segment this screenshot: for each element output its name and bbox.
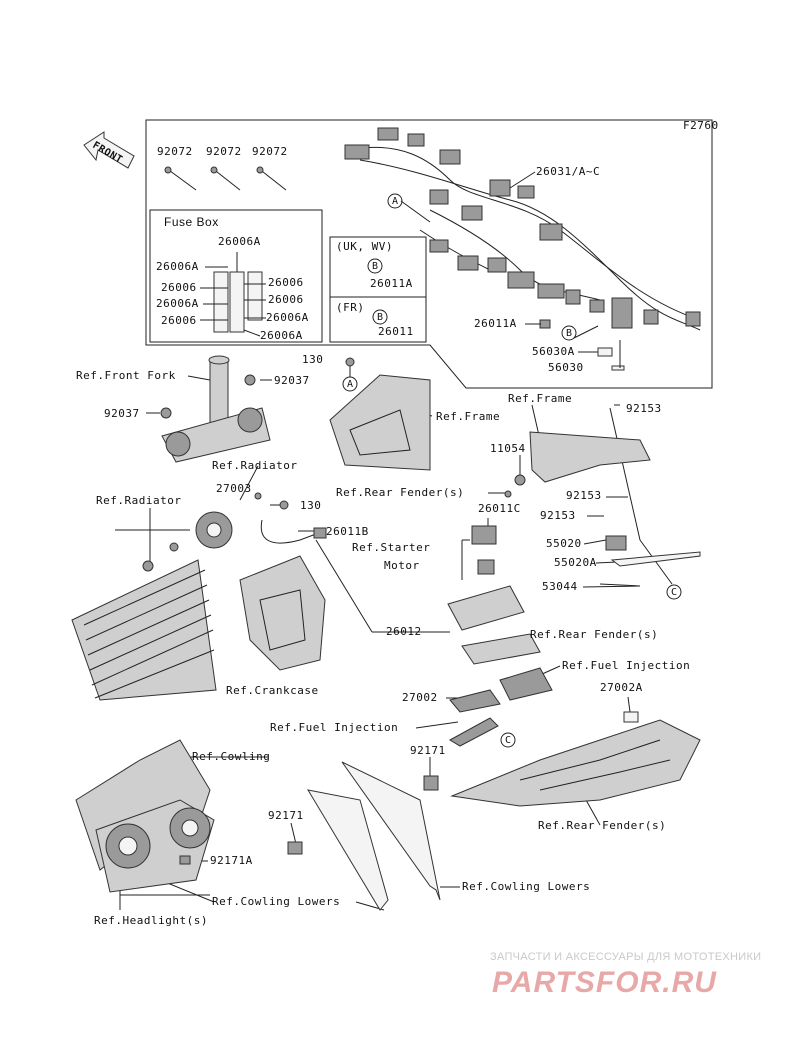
harness-panel-outline	[145, 119, 713, 389]
part-11054: 11054	[490, 442, 526, 455]
part-27002a: 27002A	[600, 681, 643, 694]
fuse-box-left-label: 26006	[161, 281, 197, 294]
fuse-box-title: Fuse Box	[164, 215, 219, 229]
part-27003: 27003	[216, 482, 252, 495]
ref-cowling: Ref.Cowling	[192, 750, 271, 763]
part-92037: 92037	[104, 407, 140, 420]
marker-c: C	[671, 587, 678, 598]
part-53044: 53044	[542, 580, 578, 593]
part-55020: 55020	[546, 537, 582, 550]
part-92072: 92072	[206, 145, 242, 158]
front-arrow-icon	[83, 131, 135, 169]
part-27002: 27002	[402, 691, 438, 704]
ref-starter-motor: Ref.Starter	[352, 541, 431, 554]
part-26011c: 26011C	[478, 502, 521, 515]
part-26031: 26031/A~C	[536, 165, 601, 178]
fuse-box-right-label: 26006	[268, 293, 304, 306]
fr-frame	[329, 296, 427, 343]
ref-headlight: Ref.Headlight(s)	[94, 914, 208, 927]
cowling-lowers-icon	[287, 761, 441, 911]
marker-b: B	[566, 328, 573, 339]
rear-fender-icon	[450, 719, 701, 807]
ref-front-fork: Ref.Front Fork	[76, 369, 176, 382]
fuse-box-right-label: 26006	[268, 276, 304, 289]
ref-radiator: Ref.Radiator	[96, 494, 182, 507]
watermark-tagline: ЗАПЧАСТИ И АКСЕССУАРЫ ДЛЯ МОТОТЕХНИКИ	[490, 951, 762, 963]
ref-rear-fender: Ref.Rear Fender(s)	[336, 486, 465, 499]
ref-frame: Ref.Frame	[508, 392, 573, 405]
ref-cowling-lowers: Ref.Cowling Lowers	[462, 880, 591, 893]
ref-fuel-injection: Ref.Fuel Injection	[270, 721, 399, 734]
part-92153: 92153	[626, 402, 662, 415]
watermark-logo: PARTSFOR.RU	[492, 966, 717, 999]
ref-starter-motor: Motor	[384, 559, 420, 572]
wiring-harness-icon	[344, 127, 701, 371]
ref-radiator: Ref.Radiator	[212, 459, 298, 472]
part-26012: 26012	[386, 625, 422, 638]
part-92171a: 92171A	[210, 854, 253, 867]
part-130: 130	[300, 499, 322, 512]
frame-bracket-icon	[329, 357, 431, 471]
part-26011-fr: 26011	[378, 325, 414, 338]
fuel-injection-icon	[448, 667, 639, 747]
tie-icon	[164, 166, 287, 191]
ref-frame: Ref.Frame	[436, 410, 501, 423]
part-92171: 92171	[410, 744, 446, 757]
radiator-icon	[71, 492, 262, 701]
part-92072: 92072	[157, 145, 193, 158]
part-55020a: 55020A	[554, 556, 597, 569]
ref-rear-fender: Ref.Rear Fender(s)	[538, 819, 667, 832]
region-uk-label: (UK, WV)	[336, 240, 393, 253]
rear-fender-bracket-icon	[504, 431, 701, 587]
part-130: 130	[302, 353, 324, 366]
ref-fuel-injection: Ref.Fuel Injection	[562, 659, 691, 672]
marker-c: C	[505, 735, 512, 746]
part-92037: 92037	[274, 374, 310, 387]
ref-cowling-lowers: Ref.Cowling Lowers	[212, 895, 341, 908]
ref-rear-fender: Ref.Rear Fender(s)	[530, 628, 659, 641]
part-26011a: 26011A	[474, 317, 517, 330]
region-fr-label: (FR)	[336, 301, 365, 314]
fuse-box-left-label: 26006	[161, 314, 197, 327]
marker-a: A	[347, 379, 354, 390]
fuse-box-left-label: 26006A	[156, 297, 199, 310]
part-92171: 92171	[268, 809, 304, 822]
marker-circles	[342, 193, 682, 748]
crankcase-icon	[239, 555, 326, 671]
sensor-cable-icon	[260, 500, 327, 544]
fuse-box-left-label: 26006A	[156, 260, 199, 273]
fuse-box-frame	[149, 209, 323, 343]
fuse-box-right-label: 26006A	[260, 329, 303, 342]
marker-a: A	[392, 196, 399, 207]
part-26011b: 26011B	[326, 525, 369, 538]
part-56030: 56030	[548, 361, 584, 374]
part-56030a: 56030A	[532, 345, 575, 358]
part-92153: 92153	[540, 509, 576, 522]
part-26011a-uk: 26011A	[370, 277, 413, 290]
fuse-box-right-label: 26006A	[266, 311, 309, 324]
front-fork-icon	[160, 355, 271, 463]
part-92072: 92072	[252, 145, 288, 158]
fuse-icon	[200, 252, 266, 337]
ref-crankcase: Ref.Crankcase	[226, 684, 319, 697]
marker-b: B	[372, 261, 379, 272]
marker-b: B	[377, 312, 384, 323]
starter-relay-icon	[447, 525, 541, 665]
fuse-box-top-label: 26006A	[218, 235, 261, 248]
part-92153: 92153	[566, 489, 602, 502]
cowling-headlight-icon	[75, 739, 215, 893]
figure-code: F2760	[683, 119, 719, 132]
